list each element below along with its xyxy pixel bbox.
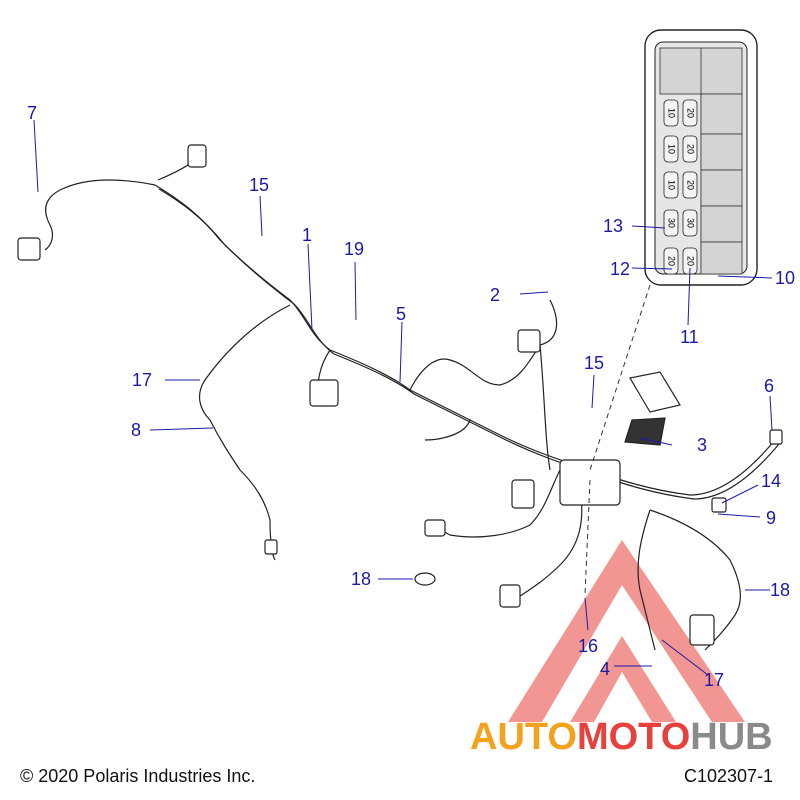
callout-4: 4 — [600, 659, 611, 679]
callout-7: 7 — [27, 103, 38, 123]
callout-13: 13 — [603, 216, 624, 236]
fuse-rating-label: 10 — [667, 144, 677, 154]
copyright-text: © 2020 Polaris Industries Inc. — [20, 766, 256, 786]
fuse-slot — [663, 247, 679, 275]
fuse-slot — [663, 99, 679, 127]
fuse-rating-label: 10 — [667, 180, 677, 190]
callout-17b: 17 — [704, 670, 725, 690]
callout-15b: 15 — [584, 353, 605, 373]
callout-15: 15 — [249, 175, 270, 195]
callout-14: 14 — [761, 471, 782, 491]
watermark-text: AUTOMOTOHUB — [470, 716, 773, 759]
callout-18: 18 — [351, 569, 372, 589]
fuse-rating-label: 10 — [667, 108, 677, 118]
callout-6: 6 — [764, 376, 775, 396]
callout-11: 11 — [680, 327, 699, 347]
callout-leaders — [33, 119, 773, 676]
watermark-moto: MOTO — [576, 716, 691, 758]
fuse-rating-label: 30 — [667, 218, 677, 228]
fuse-slot — [682, 209, 698, 237]
callout-3: 3 — [697, 435, 708, 455]
callout-12: 12 — [610, 259, 631, 279]
callout-1: 1 — [302, 225, 313, 245]
relay-module — [624, 371, 681, 446]
callout-18b: 18 — [770, 580, 791, 600]
callout-19: 19 — [344, 239, 365, 259]
fuse-rating-label: 20 — [667, 256, 677, 266]
callout-17: 17 — [132, 370, 153, 390]
fuse-box-panel: 10 20 10 20 10 20 30 30 20 20 — [644, 29, 758, 286]
callout-8: 8 — [131, 420, 142, 440]
watermark-hub: HUB — [690, 716, 773, 758]
module-leader — [584, 479, 591, 596]
fuse-slot — [663, 135, 679, 163]
fuse-rating-label: 20 — [686, 180, 696, 190]
callout-9: 9 — [766, 508, 777, 528]
callout-5: 5 — [396, 304, 407, 324]
part-code: C102307-1 — [684, 766, 774, 786]
fuse-slot — [682, 171, 698, 199]
watermark-auto: AUTO — [470, 716, 577, 758]
fuse-box-leader — [589, 284, 651, 471]
callout-16: 16 — [578, 636, 599, 656]
fuse-slot — [682, 99, 698, 127]
fuse-slots: 10 20 10 20 10 20 30 30 20 20 — [663, 99, 698, 275]
fuse-rating-label: 20 — [686, 144, 696, 154]
fuse-slot — [663, 209, 679, 237]
fuse-slot — [682, 135, 698, 163]
callout-2: 2 — [490, 285, 501, 305]
fuse-rating-label: 20 — [686, 108, 696, 118]
fuse-rating-label: 30 — [686, 218, 696, 228]
fuse-slot — [663, 171, 679, 199]
callout-10: 10 — [775, 268, 796, 288]
watermark-triangle-logo — [508, 540, 745, 722]
fuse-rating-label: 20 — [686, 256, 696, 266]
grommet-18 — [414, 572, 436, 586]
